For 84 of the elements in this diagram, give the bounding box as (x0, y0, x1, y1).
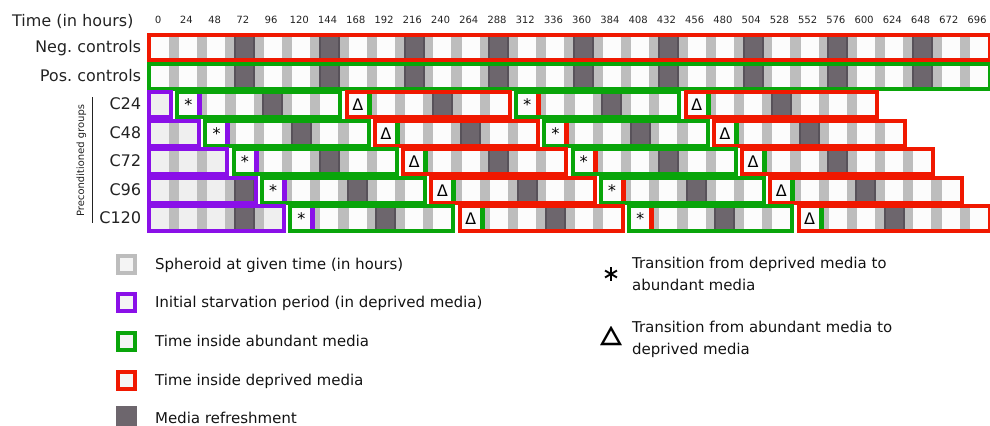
timeline-segment (401, 147, 568, 176)
transition-mark: Δ (462, 208, 480, 229)
legend-text: Time inside abundant media (155, 331, 369, 352)
transition-mark: * (292, 208, 310, 229)
timeline-segment (147, 62, 990, 90)
hour-tick-label: 240 (430, 14, 451, 28)
timeline-segment (147, 118, 202, 148)
transition-mark: * (631, 208, 650, 229)
hour-tick-label: 504 (740, 14, 762, 28)
transition-mark: Δ (433, 180, 452, 200)
row-label: C120 (99, 208, 141, 228)
legend-text: Spheroid at given time (in hours) (155, 254, 404, 275)
hour-tick-label: 168 (345, 14, 366, 28)
hour-tick-label: 192 (373, 14, 394, 28)
timeline-segment (796, 204, 990, 233)
hour-tick-label: 312 (514, 14, 536, 28)
hour-tick-label: 480 (712, 14, 734, 28)
hour-tick-label: 456 (684, 14, 706, 28)
row-label: C96 (109, 180, 141, 200)
transition-mark: * (207, 122, 226, 144)
hour-tick-label: 0 (154, 14, 162, 28)
hour-tick-label: 120 (288, 14, 310, 28)
timeline-segment (627, 204, 794, 233)
timeline-segment (684, 90, 879, 119)
transition-mark: * (179, 94, 198, 115)
hour-tick-label: 672 (938, 14, 960, 28)
transition-mark: Δ (688, 94, 706, 115)
timeline-segment (175, 90, 342, 119)
row-label: Neg. controls (35, 37, 141, 57)
transition-mark: Δ (405, 151, 424, 172)
legend-text: Media refreshment (155, 408, 297, 426)
row-label: C24 (109, 94, 141, 114)
hour-tick-label: 216 (402, 14, 423, 28)
row-label: C48 (109, 122, 141, 142)
hour-tick-label: 648 (910, 14, 932, 28)
transition-mark: Δ (744, 151, 762, 172)
timeline-segment (147, 147, 230, 176)
hour-tick-label: 144 (316, 14, 338, 28)
transition-mark: Δ (348, 94, 367, 115)
group-label: Preconditioned groups (76, 102, 88, 218)
hour-tick-label: 360 (571, 14, 592, 28)
row-label: Pos. controls (40, 66, 141, 86)
hour-tick-label: 288 (486, 14, 508, 28)
hour-tick-label: 264 (458, 14, 480, 28)
axis-title: Time (in hours) (12, 11, 134, 31)
transition-mark: * (518, 94, 536, 115)
hour-tick-label: 24 (178, 14, 194, 28)
hour-tick-label: 432 (656, 14, 677, 28)
hour-tick-label: 48 (207, 14, 222, 28)
timeline-segment (514, 90, 682, 119)
row-label: C72 (109, 151, 141, 171)
transition-mark: * (574, 151, 593, 172)
transition-mark: Δ (772, 180, 790, 200)
hour-tick-label: 552 (796, 14, 818, 28)
timeline-segment (344, 90, 512, 119)
hour-tick-label: 624 (882, 14, 903, 28)
legend-text: Transition from abundant media to deprived media (632, 317, 894, 360)
timeline-segment (570, 147, 738, 176)
hour-tick-label: 600 (853, 14, 875, 28)
timeline-segment (147, 204, 286, 233)
transition-mark: * (264, 180, 282, 200)
timeline-segment (147, 33, 990, 62)
legend-text: Time inside deprived media (155, 370, 364, 391)
transition-mark: * (602, 180, 621, 200)
transition-mark: Δ (800, 208, 819, 229)
hour-tick-label: 384 (599, 14, 620, 28)
transition-mark: * (236, 151, 254, 172)
timeline-segment (147, 90, 173, 119)
hour-tick-label: 96 (264, 14, 278, 28)
hour-tick-label: 336 (542, 14, 564, 28)
legend-text: Transition from deprived media to abundant media (632, 253, 888, 296)
legend-text: Initial starvation period (in deprived media) (155, 292, 482, 313)
timeline-segment (740, 147, 936, 176)
timeline-segment (232, 147, 399, 176)
transition-mark: * (546, 122, 564, 144)
timeline-segment (458, 204, 625, 233)
hour-tick-label: 576 (825, 14, 846, 28)
hour-tick-label: 696 (966, 14, 988, 28)
hour-tick-label: 72 (235, 14, 250, 28)
hour-tick-label: 408 (628, 14, 649, 28)
timeline-segment (288, 204, 456, 233)
hour-tick-label: 528 (768, 14, 790, 28)
transition-mark: Δ (376, 122, 395, 144)
transition-mark: Δ (716, 122, 734, 144)
